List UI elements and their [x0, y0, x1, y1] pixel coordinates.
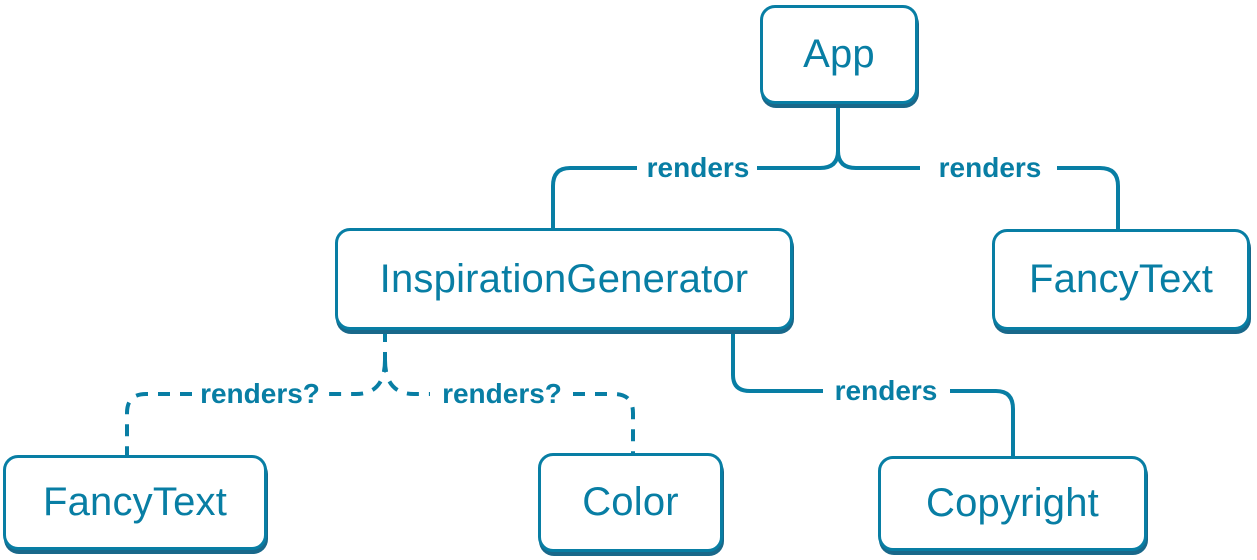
edge-inspirationgenerator-to-fancytext-segment-2 [125, 392, 192, 455]
node-copyright-label: Copyright [926, 481, 1099, 525]
node-fancy-text-top-label: FancyText [1028, 257, 1214, 301]
node-app-label: App [803, 32, 875, 76]
edge-app-to-inspirationgenerator-segment-2 [551, 166, 637, 228]
node-color: Color [538, 453, 723, 552]
edge-app-to-fancytext-segment-2 [1057, 166, 1120, 229]
node-inspiration-generator: InspirationGenerator [335, 228, 793, 330]
edge-inspirationgenerator-to-color-segment-1 [383, 359, 430, 396]
edge-inspirationgenerator-to-copyright-segment-2 [950, 389, 1015, 456]
node-fancy-text-bottom-label: FancyText [42, 480, 228, 524]
edge-label-inspirationgenerator-fancytext: renders? [200, 378, 320, 409]
edge-label-app-fancytext: renders [938, 152, 1042, 183]
node-inspiration-generator-label: InspirationGenerator [379, 256, 749, 301]
edge-inspirationgenerator-to-copyright-segment-1 [731, 330, 823, 393]
node-fancy-text-top: FancyText [992, 229, 1250, 330]
edge-inspirationgenerator-to-fancytext-segment-1 [327, 359, 387, 396]
node-app: App [760, 5, 918, 104]
edge-label-inspirationgenerator-color: renders? [442, 378, 562, 409]
edge-inspirationgenerator-to-color-segment-2 [573, 392, 635, 453]
node-fancy-text-bottom: FancyText [3, 455, 267, 550]
node-color-label: Color [582, 480, 679, 524]
edge-label-app-inspirationgenerator: renders [646, 152, 750, 183]
node-copyright: Copyright [878, 456, 1147, 551]
edge-app-to-inspirationgenerator-segment-1 [757, 104, 840, 170]
edge-app-to-fancytext-segment-1 [836, 104, 920, 170]
edge-label-inspirationgenerator-copyright: renders [834, 375, 938, 406]
